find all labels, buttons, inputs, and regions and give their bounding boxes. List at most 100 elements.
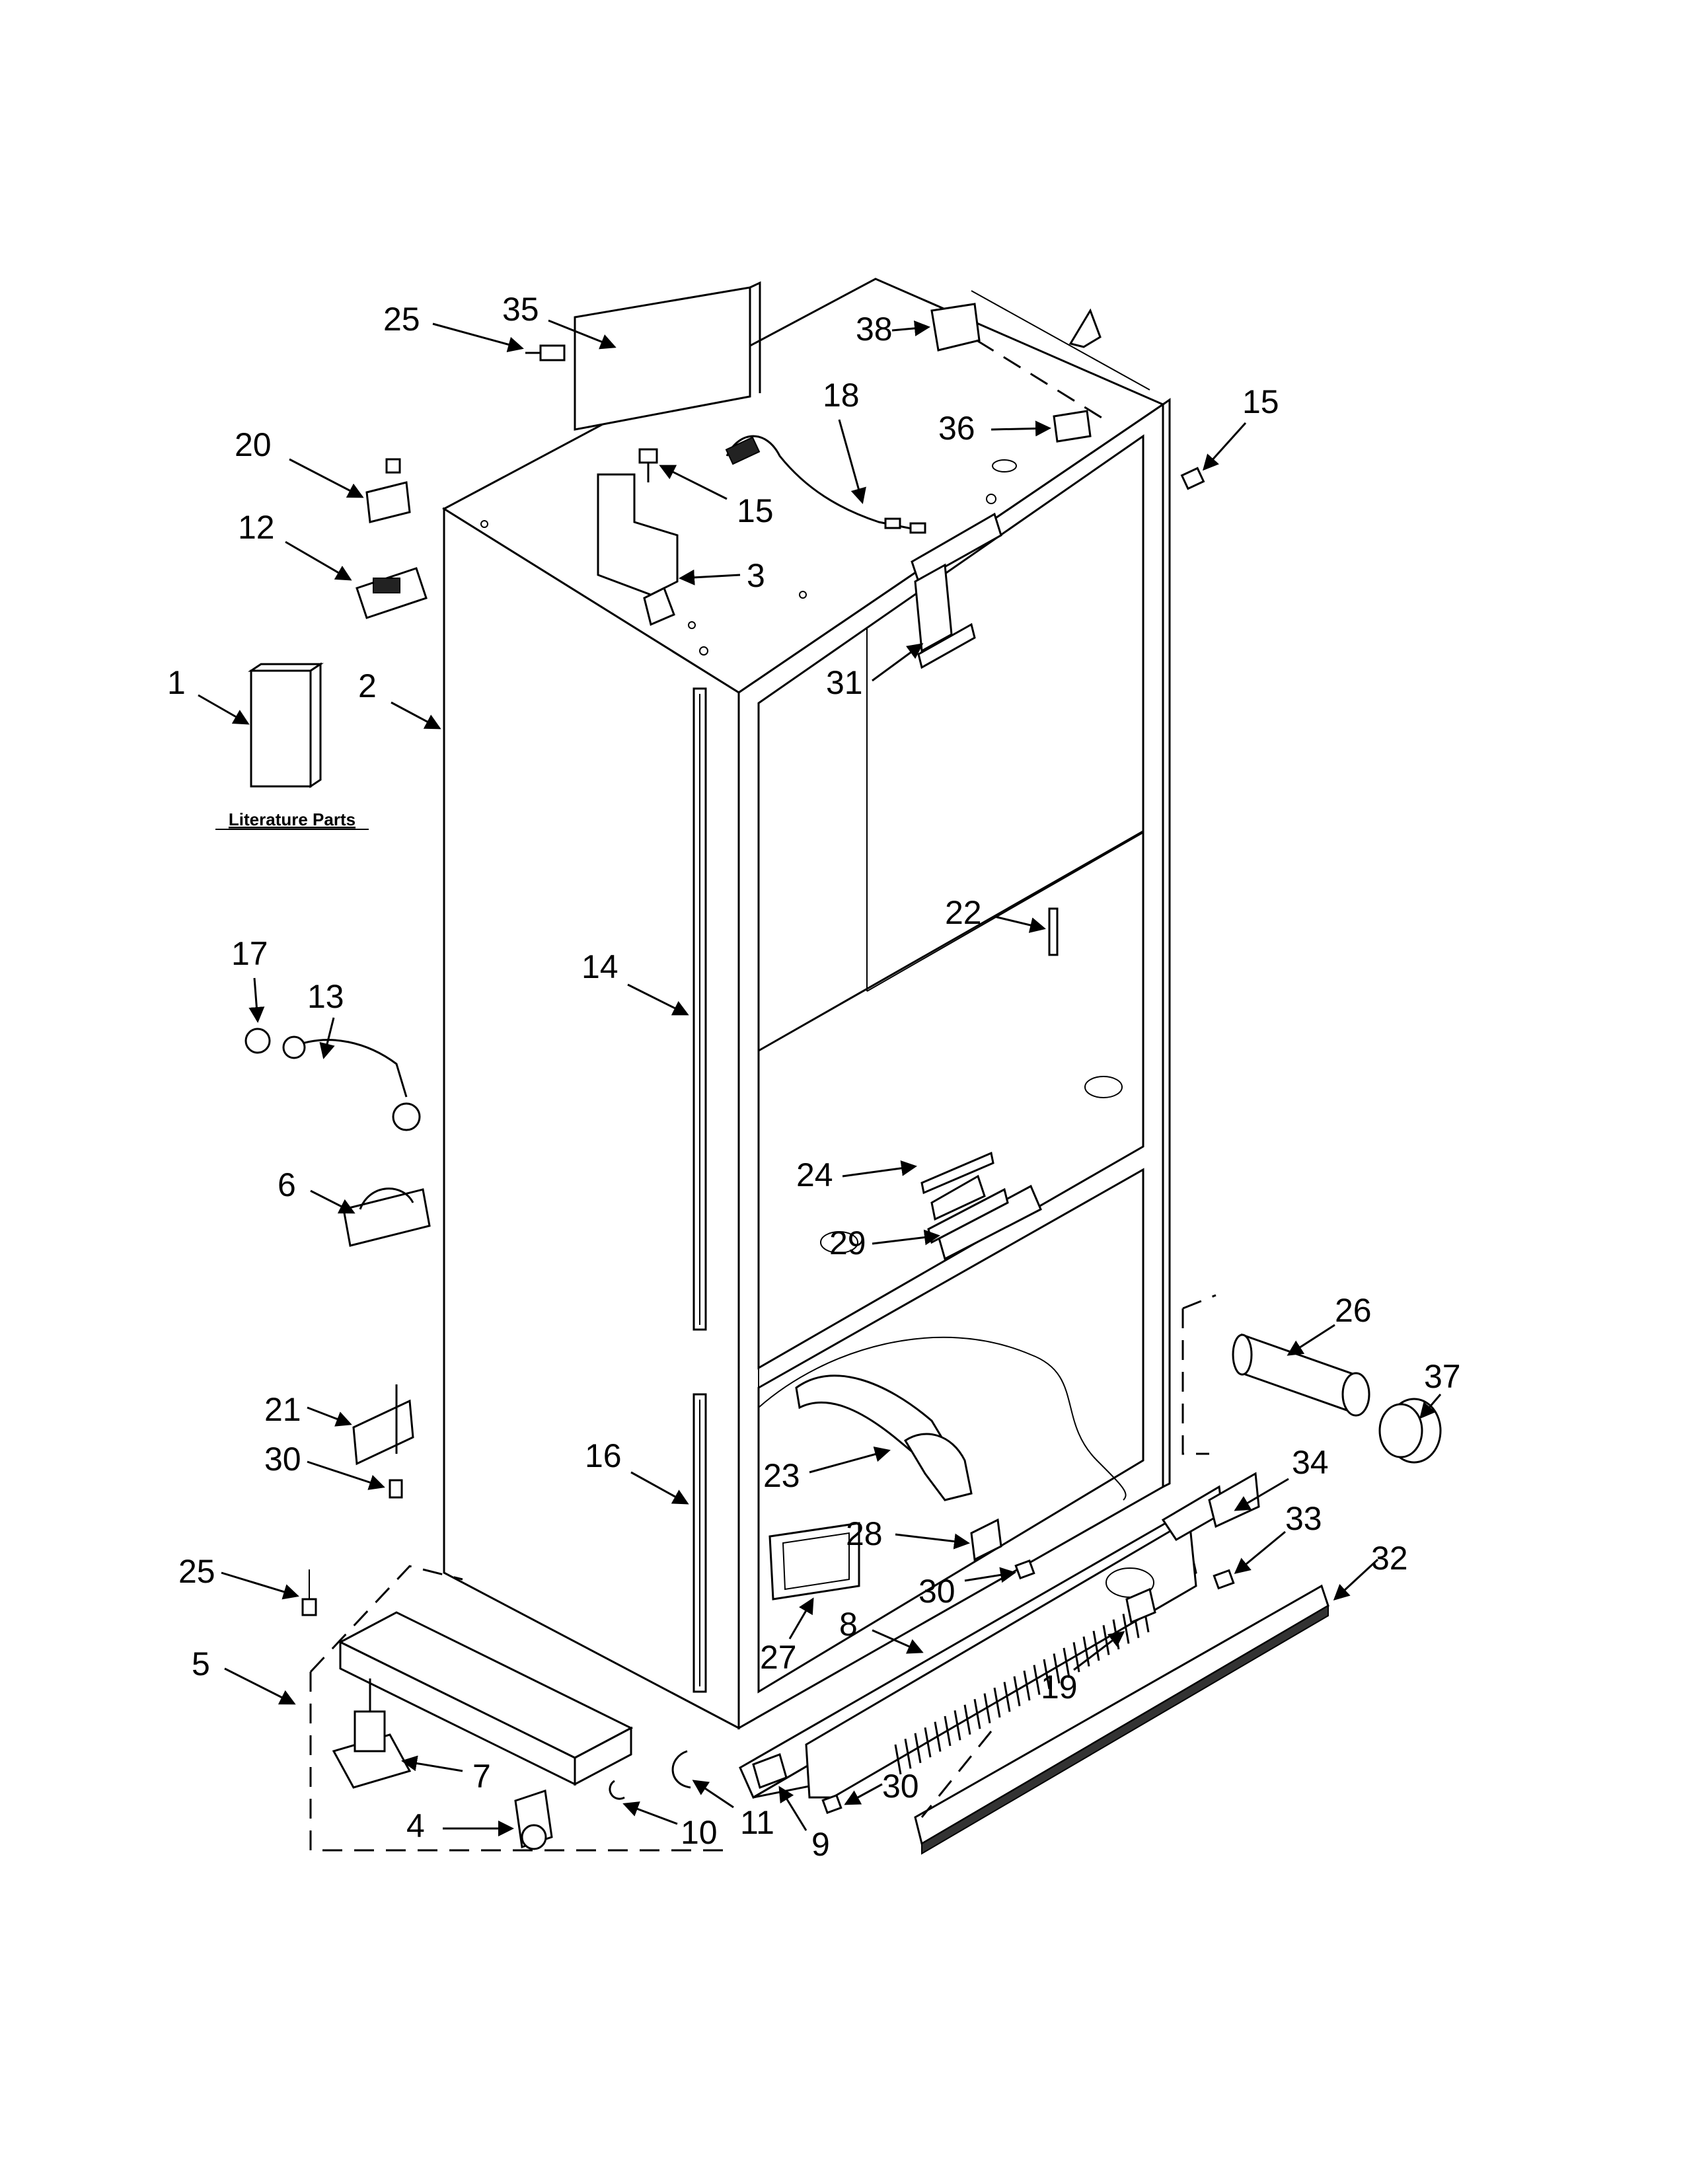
vent-slot [1043,1659,1051,1690]
callout-label: 26 [1335,1292,1372,1329]
callout-label: 23 [763,1457,800,1494]
callout-arrow [778,1786,807,1831]
callout-arrow [307,1460,385,1490]
callout-label: 19 [1041,1669,1078,1706]
base-assembly-boundary [309,1672,727,1852]
floor-hole [820,1231,858,1254]
switch [1053,410,1092,443]
top-hole [799,591,807,599]
callout-arrow [844,1783,883,1805]
callout-arrow [872,1629,924,1654]
vent-slot [983,1693,991,1723]
callout-label: 30 [918,1573,955,1610]
vent-slot [944,1715,952,1747]
callout-label: 6 [278,1166,296,1203]
water-filter-end [1232,1334,1253,1376]
callout-label: 15 [737,492,774,529]
callout-label: 13 [307,978,344,1015]
callout-label: 7 [472,1758,491,1795]
callout-label: 5 [192,1645,210,1682]
cabinet-right-flange [1162,398,1171,1488]
harness-connector [725,436,761,465]
callout-arrow [788,1597,814,1639]
vent-slot [993,1687,1001,1718]
callout-arrow [391,701,441,730]
center-hinge-upper [911,512,1002,669]
callout-arrow [630,1471,689,1505]
callout-arrow [895,1533,970,1550]
refrigerator-cabinet [442,278,1171,1730]
callout-label: 31 [826,664,863,701]
callout-arrow [401,1755,463,1772]
roller-wheel [521,1824,547,1850]
callout-label: 30 [882,1768,919,1805]
mount-bracket [352,1399,414,1466]
tube-clamp [342,1188,431,1247]
literature-booklet-side [309,662,322,788]
freezer-auger-bracket [795,1374,973,1501]
callout-arrow [1073,1631,1125,1671]
callout-arrow [1202,422,1247,471]
callout-label: 1 [167,664,186,701]
callout-arrow [964,1567,1016,1583]
callout-label: 9 [811,1826,830,1863]
callout-label: 17 [231,935,268,972]
callout-arrow [548,319,617,350]
callout-label: 12 [238,509,275,546]
back-panel-flange [749,281,761,393]
callout-label: 20 [235,426,272,463]
callout-arrow [991,420,1051,437]
callout-label: 16 [585,1437,622,1474]
callout-label: 36 [938,410,975,447]
floor-hole [1084,1076,1123,1098]
callout-label: 38 [856,311,893,348]
filter-boundary [1181,1308,1209,1455]
vent-slot [1053,1653,1061,1684]
vent-slot [973,1698,981,1729]
vent-slot [914,1733,922,1764]
screw [638,448,658,482]
callout-label: 37 [1424,1358,1461,1395]
screw [389,1479,403,1499]
callout-label: 35 [502,291,539,328]
callout-label: 24 [796,1156,833,1193]
clip [970,1518,1002,1562]
callout-arrow [891,320,930,336]
vent-slot [1082,1636,1090,1667]
vent-slot [954,1710,961,1741]
tube-clamp-loop [359,1187,414,1210]
screw [301,1598,317,1616]
tube-elbow [392,1102,421,1131]
hose-clip [671,1750,691,1789]
callout-arrow [872,643,924,682]
vent-slot [1102,1625,1110,1655]
base-grille-face [805,1518,1197,1799]
top-tab [1068,308,1102,348]
literature-booklet [250,669,312,788]
literature-label: Literature Parts [229,810,356,829]
harness-plug [909,522,926,534]
grille-vents [894,1602,1150,1775]
callout-label: 2 [358,667,377,704]
back-panel [574,286,751,431]
filter-boundary-top [1182,1294,1217,1310]
callout-label: 3 [747,557,765,594]
tube-nut [244,1028,271,1054]
callout-arrow [1333,1558,1379,1601]
callout-arrow [289,458,364,498]
callout-label: 33 [1285,1500,1322,1537]
grommet [1125,1587,1156,1624]
vent-slot [1003,1682,1011,1712]
hinge-pin [643,586,675,626]
tray-inner [782,1532,850,1591]
vent-slot [963,1704,971,1735]
screw [821,1793,842,1815]
screw [1213,1569,1235,1590]
callout-label: 34 [1292,1444,1329,1481]
callout-arrow [809,1446,891,1474]
callout-arrow [659,465,728,500]
callout-label: 4 [406,1807,425,1844]
callout-label: 29 [829,1224,866,1261]
callout-label: 15 [1242,383,1279,420]
